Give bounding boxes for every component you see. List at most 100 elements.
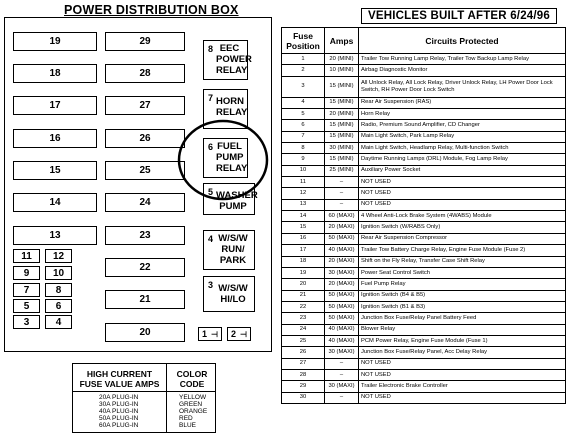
fuse-position-cell: 16 bbox=[281, 232, 325, 246]
amps-cell: 50 (MAXI) bbox=[324, 300, 359, 314]
amps-cell: 40 (MAXI) bbox=[324, 323, 359, 336]
circuits-cell: Ignition Switch (W/RABS Only) bbox=[358, 221, 566, 234]
fuse-position-cell: 4 bbox=[281, 96, 325, 110]
table-row: 12–NOT USED bbox=[281, 187, 566, 200]
fuse-23: 23 bbox=[105, 226, 185, 245]
fuse-14: 14 bbox=[13, 193, 97, 212]
legend-amps: 60A PLUG-IN bbox=[99, 422, 139, 429]
fuse-position-cell: 20 bbox=[281, 278, 325, 291]
relay-8-eec-power: 8 EEC POWER RELAY bbox=[203, 40, 252, 80]
circuits-cell: All Unlock Relay, All Lock Relay, Driver… bbox=[358, 75, 566, 98]
fuse-19: 19 bbox=[13, 32, 97, 51]
fuse-position-cell: 7 bbox=[281, 130, 325, 144]
circuits-cell: Radio, Premium Sound Amplifier, CD Chang… bbox=[358, 119, 566, 132]
fuse-29: 29 bbox=[105, 32, 185, 51]
circuits-cell: NOT USED bbox=[358, 176, 566, 189]
circuits-cell: NOT USED bbox=[358, 198, 566, 212]
circuits-cell: Junction Box Fuse/Relay Panel, Acc Delay… bbox=[358, 346, 566, 359]
fuse-15: 15 bbox=[13, 161, 97, 180]
relay-number: 4 bbox=[208, 234, 214, 244]
fuse-position-cell: 11 bbox=[281, 176, 325, 189]
fuse-position-cell: 27 bbox=[281, 357, 325, 370]
legend-amps: 30A PLUG-IN bbox=[99, 401, 139, 408]
amps-cell: 50 (MAXI) bbox=[324, 232, 359, 246]
legend-color: GREEN bbox=[179, 401, 203, 408]
amps-cell: 50 (MAXI) bbox=[324, 289, 359, 302]
amps-cell: 25 (MINI) bbox=[324, 164, 359, 178]
diode-1: 1 ⊣ bbox=[198, 327, 222, 341]
fuse-20: 20 bbox=[105, 323, 185, 342]
fuse-position-cell: 22 bbox=[281, 300, 325, 314]
fuse-position-cell: 10 bbox=[281, 164, 325, 178]
amps-cell: 60 (MAXI) bbox=[324, 210, 359, 223]
amps-cell: 15 (MINI) bbox=[324, 75, 359, 98]
legend-color: BLUE bbox=[179, 422, 196, 429]
fuse-16: 16 bbox=[13, 129, 97, 148]
legend-amps: 50A PLUG-IN bbox=[99, 415, 139, 422]
circuits-cell: Fuel Pump Relay bbox=[358, 278, 566, 291]
amps-cell: – bbox=[324, 176, 359, 189]
fuse-position-cell: 15 bbox=[281, 221, 325, 234]
amps-cell: 30 (MAXI) bbox=[324, 266, 359, 280]
circuits-cell: 4 Wheel Anti-Lock Brake System (4WABS) M… bbox=[358, 210, 566, 223]
circuits-cell: Daytime Running Lamps (DRL) Module, Fog … bbox=[358, 153, 566, 166]
fuse-position-cell: 29 bbox=[281, 380, 325, 393]
circuits-cell: Power Seat Control Switch bbox=[358, 266, 566, 280]
relay-number: 3 bbox=[208, 280, 214, 290]
highlight-circle bbox=[177, 119, 269, 201]
diode-number: 1 bbox=[202, 329, 208, 339]
legend-divider bbox=[166, 364, 167, 432]
fuse-5: 5 bbox=[13, 299, 40, 313]
fuse-position-cell: 23 bbox=[281, 312, 325, 325]
circuits-cell: Trailer Tow Battery Charge Relay, Engine… bbox=[358, 244, 566, 257]
circuits-cell: Main Light Switch, Headlamp Relay, Multi… bbox=[358, 142, 566, 155]
vehicles-built-title: VEHICLES BUILT AFTER 6/24/96 bbox=[361, 8, 557, 24]
fuse-26: 26 bbox=[105, 129, 185, 148]
amps-cell: 15 (MINI) bbox=[324, 96, 359, 110]
header-fuse-position: Fuse Position bbox=[281, 27, 325, 54]
fuse-25: 25 bbox=[105, 161, 185, 180]
amps-cell: – bbox=[324, 391, 359, 404]
relay-number: 8 bbox=[208, 44, 214, 54]
relay-label: WASHER PUMP bbox=[216, 190, 258, 212]
circuits-cell: NOT USED bbox=[358, 391, 566, 404]
fuse-position-cell: 17 bbox=[281, 244, 325, 257]
fuse-position-cell: 30 bbox=[281, 391, 325, 404]
fuse-position-cell: 25 bbox=[281, 334, 325, 348]
fuse-12: 12 bbox=[45, 249, 72, 263]
circuits-cell: Trailer Tow Running Lamp Relay, Trailer … bbox=[358, 52, 566, 66]
fuse-position-cell: 21 bbox=[281, 289, 325, 302]
power-distribution-box-title: POWER DISTRIBUTION BOX bbox=[64, 3, 239, 17]
fuse-10: 10 bbox=[45, 266, 72, 280]
fuse-position-cell: 6 bbox=[281, 119, 325, 132]
relay-label: EEC POWER RELAY bbox=[216, 43, 252, 76]
legend-color: ORANGE bbox=[179, 408, 208, 415]
fuse-3: 3 bbox=[13, 315, 40, 329]
amps-cell: 20 (MINI) bbox=[324, 52, 359, 66]
fuse-17: 17 bbox=[13, 96, 97, 115]
circuits-cell: NOT USED bbox=[358, 368, 566, 382]
fuse-position-cell: 5 bbox=[281, 108, 325, 121]
fuse-position-cell: 19 bbox=[281, 266, 325, 280]
amps-cell: – bbox=[324, 187, 359, 200]
fuse-position-cell: 28 bbox=[281, 368, 325, 382]
diode-number: 2 bbox=[231, 329, 237, 339]
circuits-cell: NOT USED bbox=[358, 357, 566, 370]
fuse-color-legend: HIGH CURRENT FUSE VALUE AMPS COLOR CODE … bbox=[72, 363, 216, 433]
table-row: 13–NOT USED bbox=[281, 198, 566, 212]
header-amps: Amps bbox=[324, 27, 359, 54]
legend-color: RED bbox=[179, 415, 193, 422]
circuits-cell: Rear Air Suspension Compressor bbox=[358, 232, 566, 246]
circuits-cell: Main Light Switch, Park Lamp Relay bbox=[358, 130, 566, 144]
